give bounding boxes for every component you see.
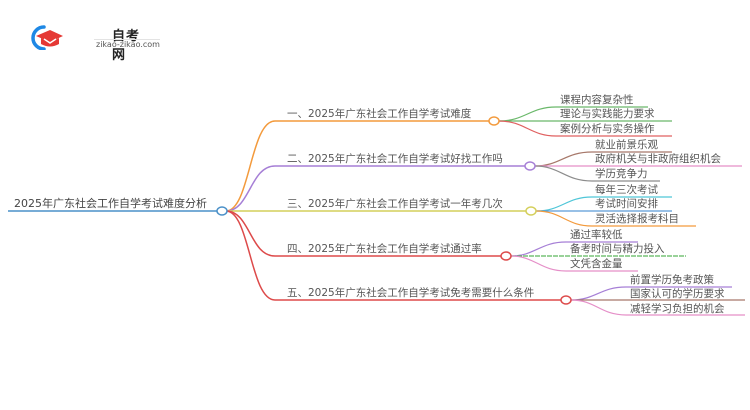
leaf-topic[interactable]: 备考时间与精力投入 <box>570 243 665 255</box>
root-node-circle <box>216 206 228 216</box>
root-topic[interactable]: 2025年广东社会工作自学考试难度分析 <box>14 197 207 210</box>
branch-4-node-circle <box>500 251 512 261</box>
branch-2-node-circle <box>524 161 536 171</box>
leaf-topic[interactable]: 就业前景乐观 <box>595 139 658 151</box>
site-logo[interactable]: 自考网 zikao-zikao.com <box>30 22 160 63</box>
leaf-topic[interactable]: 灵活选择报考科目 <box>595 213 679 225</box>
leaf-topic[interactable]: 学历竞争力 <box>595 168 648 180</box>
branch-1-topic[interactable]: 一、2025年广东社会工作自学考试难度 <box>287 108 472 120</box>
branch-3-node-circle <box>525 206 537 216</box>
logo-divider <box>94 39 160 40</box>
graduation-cap-icon <box>31 25 63 50</box>
leaf-topic[interactable]: 每年三次考试 <box>595 184 658 196</box>
branch-3-topic[interactable]: 三、2025年广东社会工作自学考试一年考几次 <box>287 198 503 210</box>
leaf-topic[interactable]: 文凭含金量 <box>570 258 623 270</box>
leaf-topic[interactable]: 国家认可的学历要求 <box>630 288 725 300</box>
logo-title: 自考网 <box>112 29 141 63</box>
leaf-topic[interactable]: 前置学历免考政策 <box>630 274 714 286</box>
leaf-topic[interactable]: 政府机关与非政府组织机会 <box>595 153 721 165</box>
leaf-topic[interactable]: 减轻学习负担的机会 <box>630 303 725 315</box>
branch-4-topic[interactable]: 四、2025年广东社会工作自学考试通过率 <box>287 243 482 255</box>
logo-url: zikao-zikao.com <box>96 40 160 49</box>
leaf-topic[interactable]: 理论与实践能力要求 <box>560 108 655 120</box>
leaf-topic[interactable]: 案例分析与实务操作 <box>560 123 655 135</box>
branch-5-topic[interactable]: 五、2025年广东社会工作自学考试免考需要什么条件 <box>287 287 535 299</box>
leaf-topic[interactable]: 课程内容复杂性 <box>560 94 634 106</box>
branch-5-node-circle <box>560 295 572 305</box>
branch-2-topic[interactable]: 二、2025年广东社会工作自学考试好找工作吗 <box>287 153 503 165</box>
branch-1-node-circle <box>488 116 500 126</box>
leaf-topic[interactable]: 通过率较低 <box>570 229 623 241</box>
leaf-topic[interactable]: 考试时间安排 <box>595 198 658 210</box>
